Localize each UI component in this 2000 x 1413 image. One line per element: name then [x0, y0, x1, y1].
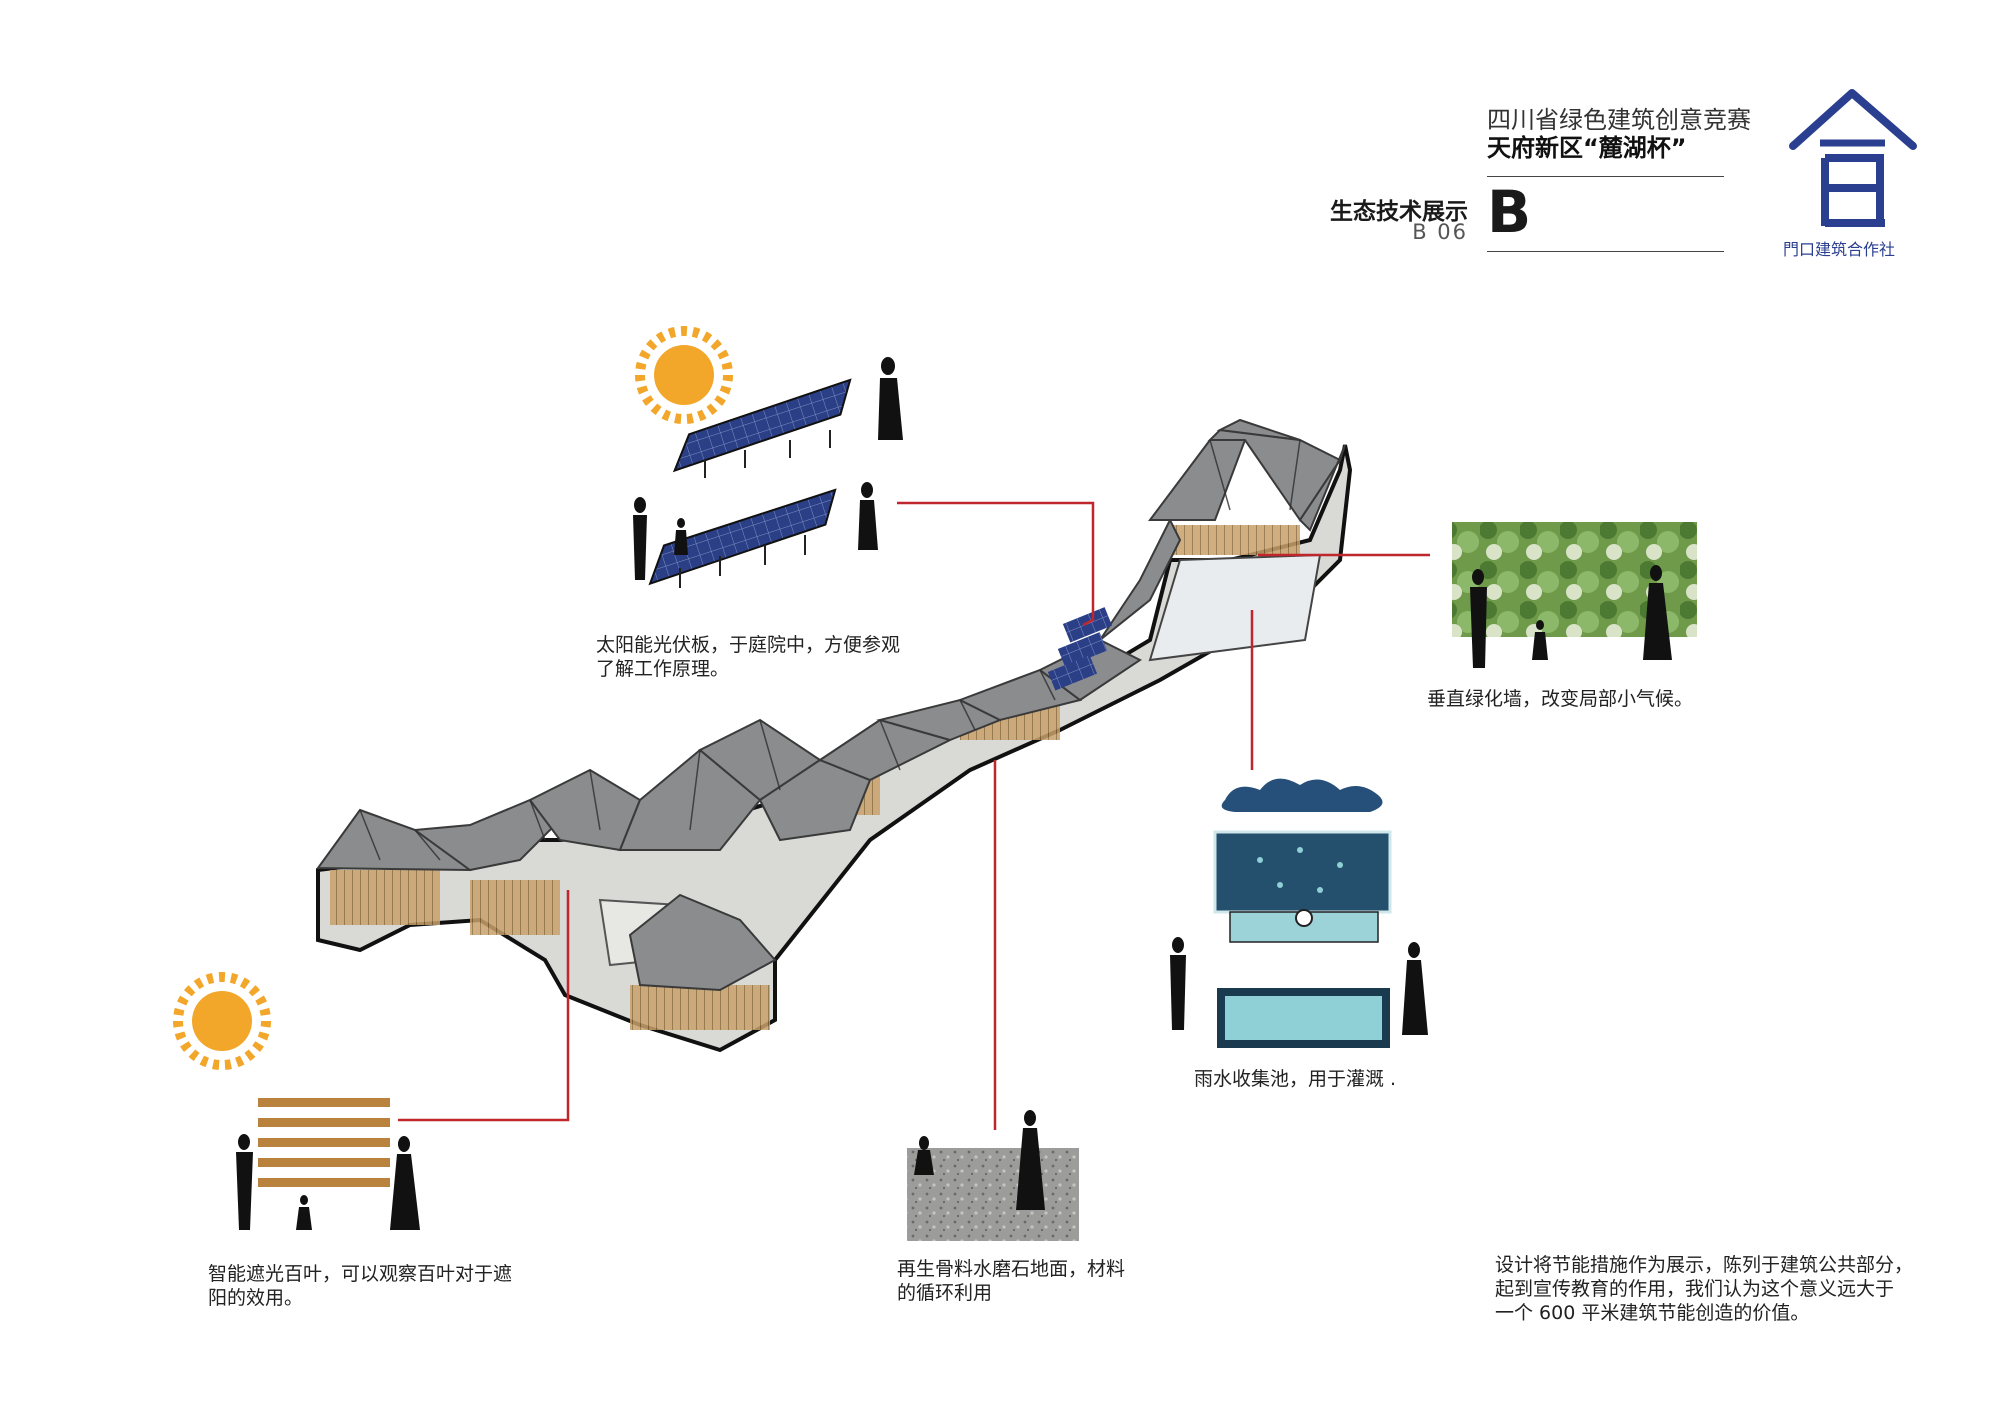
competition-title: 四川省绿色建筑创意竞赛	[1487, 106, 1751, 134]
cloud-icon	[1221, 778, 1383, 812]
cooperative-logo-icon	[1789, 89, 1917, 227]
section-letter: B	[1487, 178, 1532, 246]
leader-lines	[398, 501, 1430, 1130]
section-title: 生态技术展示	[1330, 199, 1468, 225]
green-wall-vignette	[1452, 522, 1697, 668]
louver-slats	[258, 1098, 390, 1187]
header-divider-top	[1487, 176, 1724, 177]
rainwater-vignette	[1170, 778, 1428, 1048]
building-model	[316, 418, 1353, 1053]
louver-vignette	[173, 972, 420, 1230]
header-divider-bottom	[1487, 251, 1724, 252]
terrazzo-vignette	[907, 1110, 1079, 1241]
sun-icon-bottom	[173, 972, 271, 1070]
people-silhouettes-louver	[236, 1134, 420, 1230]
people-silhouettes-solar	[633, 357, 903, 580]
caption-solar: 太阳能光伏板，于庭院中，方便参观了解工作原理。	[596, 634, 901, 680]
logo-caption: 門口建筑合作社	[1783, 240, 1896, 259]
people-silhouettes-terrazzo	[914, 1110, 1045, 1210]
section-code: B 06	[1412, 220, 1468, 244]
caption-rainwater: 雨水收集池，用于灌溉 .	[1194, 1068, 1397, 1090]
cup-title: 天府新区“麓湖杯”	[1487, 134, 1687, 162]
summary-text: 设计将节能措施作为展示，陈列于建筑公共部分，起到宣传教育的作用，我们认为这个意义…	[1495, 1254, 1914, 1324]
caption-green-wall: 垂直绿化墙，改变局部小气候。	[1427, 688, 1694, 710]
sun-icon-top	[635, 326, 733, 424]
people-silhouettes-rainwater	[1170, 937, 1428, 1035]
people-silhouettes-greenwall	[1470, 565, 1672, 668]
caption-louver: 智能遮光百叶，可以观察百叶对于遮阳的效用。	[208, 1263, 513, 1309]
caption-terrazzo: 再生骨料水磨石地面，材料的循环利用	[897, 1258, 1126, 1304]
solar-panel-vignette	[633, 326, 903, 588]
